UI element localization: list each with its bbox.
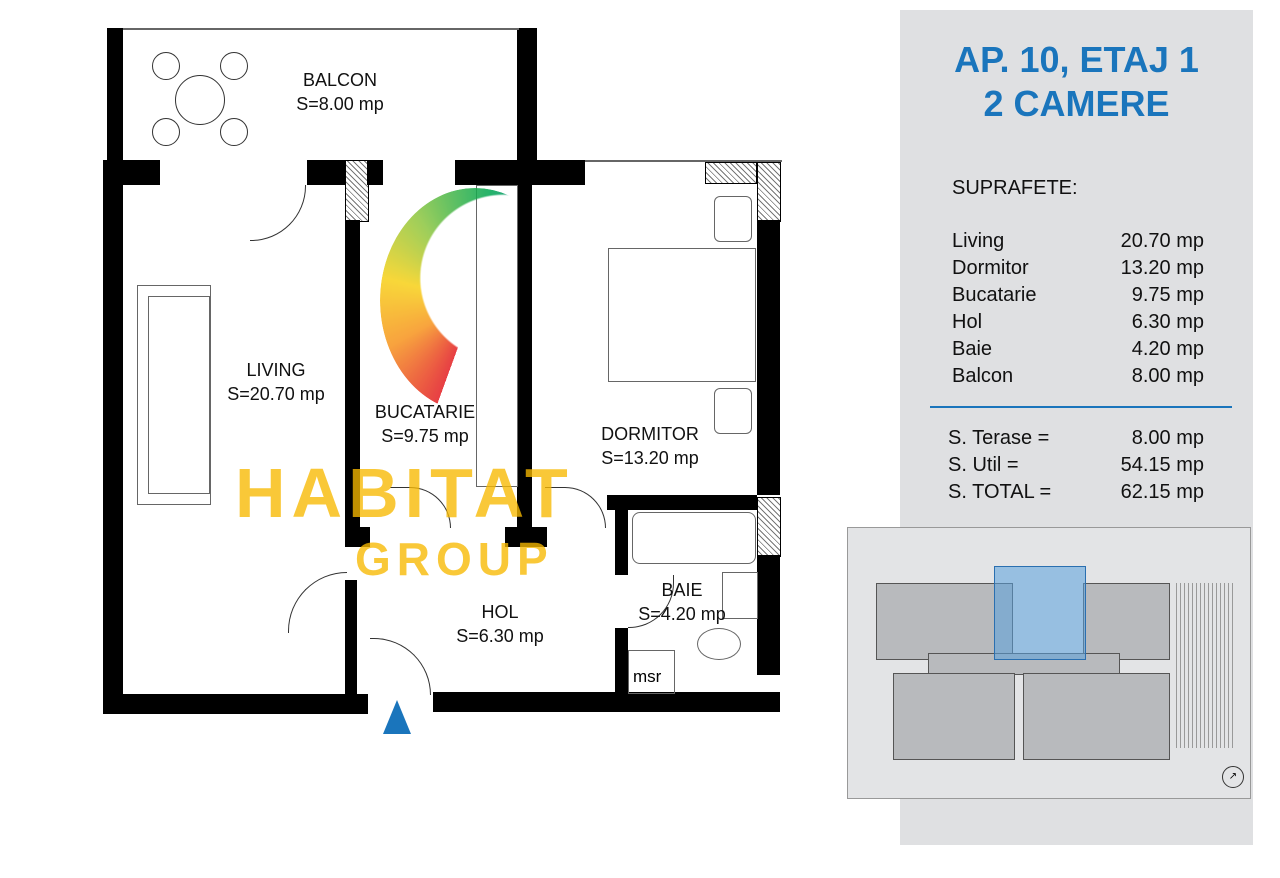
wall-bath-left <box>615 510 628 575</box>
door-entrance <box>370 638 431 695</box>
bathtub-icon <box>632 512 756 564</box>
column <box>345 160 369 222</box>
column <box>757 162 781 222</box>
wall-right <box>757 220 780 495</box>
key-plan-block <box>1083 583 1170 660</box>
wall-hall-top <box>505 527 547 547</box>
total-row: S. Util =54.15 mp <box>948 454 1204 476</box>
key-plan-block <box>1023 673 1170 760</box>
building-key-plan: ↗ <box>847 527 1251 799</box>
key-plan-block <box>893 673 1015 760</box>
sofa-icon <box>137 285 211 505</box>
table-chairs-icon <box>150 50 250 150</box>
key-plan-block <box>876 583 1013 660</box>
totals-list: S. Terase =8.00 mp S. Util =54.15 mp S. … <box>948 425 1204 506</box>
key-plan-highlighted-apartment <box>994 566 1086 660</box>
surfaces-heading: SUPRAFETE: <box>952 177 1078 199</box>
msr-box <box>628 650 675 694</box>
door-balcony <box>250 185 306 241</box>
wall-living-kitchen <box>345 220 360 530</box>
column <box>705 162 757 184</box>
wall-bath-left <box>615 628 628 692</box>
wall-living-hall <box>345 580 357 694</box>
total-row: S. TOTAL =62.15 mp <box>948 481 1204 503</box>
bed-icon <box>608 248 756 382</box>
nightstand-icon <box>714 196 752 242</box>
watermark-habitat: HABITAT <box>235 454 574 532</box>
balcony-wall-right <box>517 28 537 160</box>
wall-bath-top <box>607 495 757 510</box>
wall-right <box>757 555 780 675</box>
wall-bottom <box>103 694 368 714</box>
wall-bottom <box>433 692 780 712</box>
wall-top <box>103 160 160 185</box>
toilet-icon <box>697 628 741 660</box>
north-arrow-icon: ↗ <box>1222 766 1244 788</box>
sofa-seat <box>148 296 210 494</box>
nightstand-icon <box>714 388 752 434</box>
key-plan-hatch <box>1173 583 1233 748</box>
wall-top <box>367 160 383 185</box>
wall-hall-top <box>345 527 370 547</box>
window <box>585 160 782 162</box>
balcony-wall-left <box>107 28 123 160</box>
door-living <box>288 572 347 633</box>
wall-left <box>103 160 123 714</box>
msr-label: msr <box>633 667 662 686</box>
logo-swirl-icon <box>380 188 570 413</box>
total-row: S. Terase =8.00 mp <box>948 427 1204 449</box>
divider <box>930 406 1232 408</box>
column <box>757 497 781 557</box>
balcony-railing <box>123 28 519 30</box>
wall-top <box>455 160 585 185</box>
wall-top <box>307 160 345 185</box>
entrance-arrow-icon <box>383 700 411 734</box>
sink-icon <box>722 572 758 619</box>
watermark-group: GROUP <box>355 533 554 585</box>
